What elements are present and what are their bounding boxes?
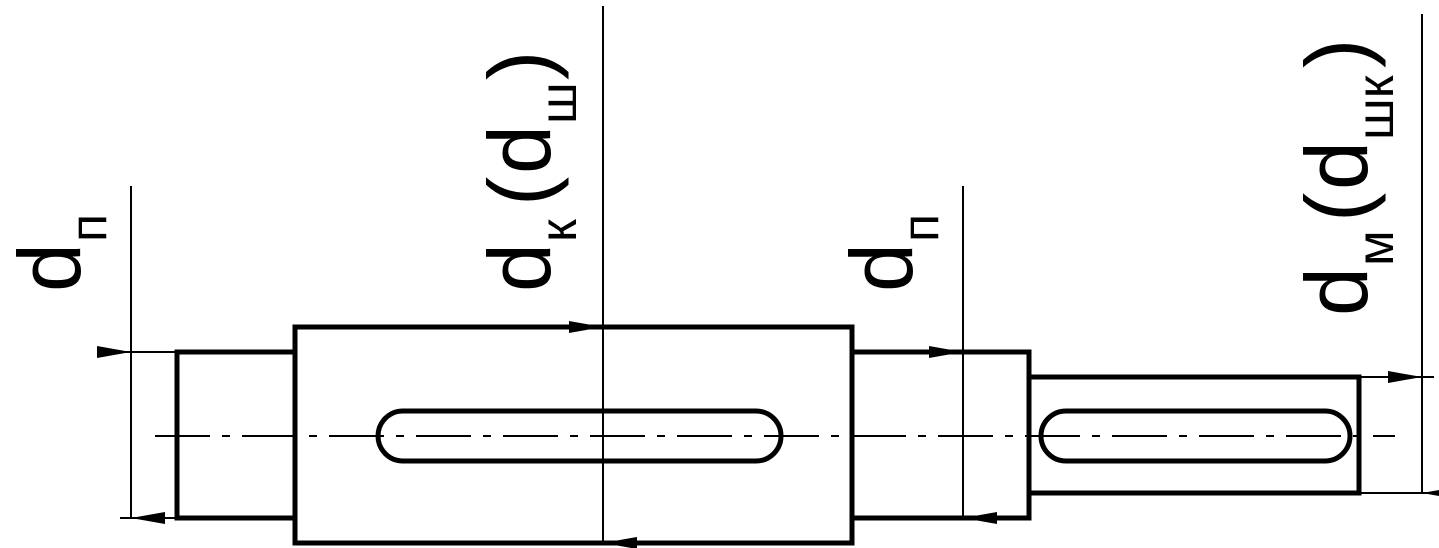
label-dp-left: d п — [0, 214, 118, 292]
svg-text:(: ( — [470, 177, 569, 206]
label-dk: d к ( d ш ) — [470, 51, 588, 292]
dimension-lines — [97, 6, 1439, 548]
label-sub: п — [60, 214, 118, 242]
svg-text:d: d — [470, 243, 569, 292]
label-dp-right: d п — [832, 214, 950, 292]
svg-text:к: к — [530, 219, 588, 242]
svg-text:): ) — [470, 51, 569, 80]
label-dm: d м ( d шк ) — [1287, 39, 1405, 316]
keyways — [375, 408, 1353, 464]
svg-text:м: м — [1347, 230, 1405, 266]
svg-text:d: d — [1287, 267, 1386, 316]
svg-text:п: п — [892, 214, 950, 242]
svg-text:d: d — [470, 125, 569, 174]
svg-text:d: d — [1287, 141, 1386, 190]
svg-text:ш: ш — [530, 82, 588, 124]
label-main: d — [0, 243, 99, 292]
svg-text:d: d — [832, 243, 931, 292]
svg-text:(: ( — [1287, 193, 1386, 222]
svg-text:): ) — [1287, 39, 1386, 68]
svg-text:шк: шк — [1347, 75, 1405, 140]
